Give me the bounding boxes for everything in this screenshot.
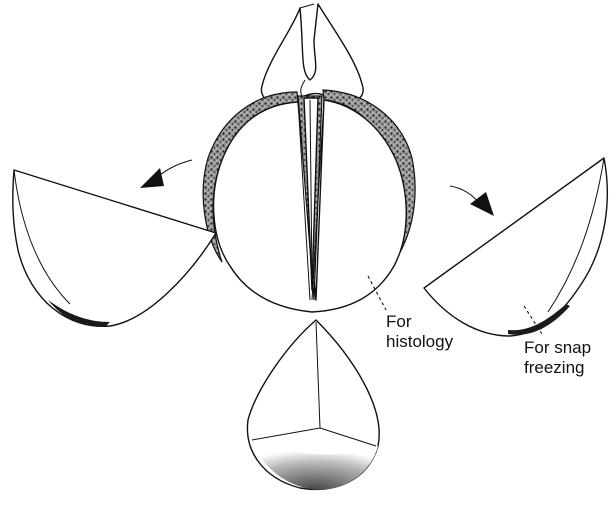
- snap-freezing-label-line2: freezing: [524, 358, 591, 378]
- right-slice: [424, 158, 607, 336]
- histology-label-line2: histology: [386, 332, 453, 352]
- bottom-slice: [247, 320, 379, 490]
- left-slice: [13, 170, 216, 326]
- left-arrow: [140, 160, 192, 188]
- histology-label: For histology: [386, 312, 453, 352]
- histology-label-line1: For: [386, 312, 453, 332]
- central-specimen: [203, 90, 415, 312]
- top-slice: [261, 4, 363, 103]
- right-arrow: [450, 186, 494, 216]
- snap-freezing-label: For snap freezing: [524, 338, 591, 378]
- snap-freezing-label-line1: For snap: [524, 338, 591, 358]
